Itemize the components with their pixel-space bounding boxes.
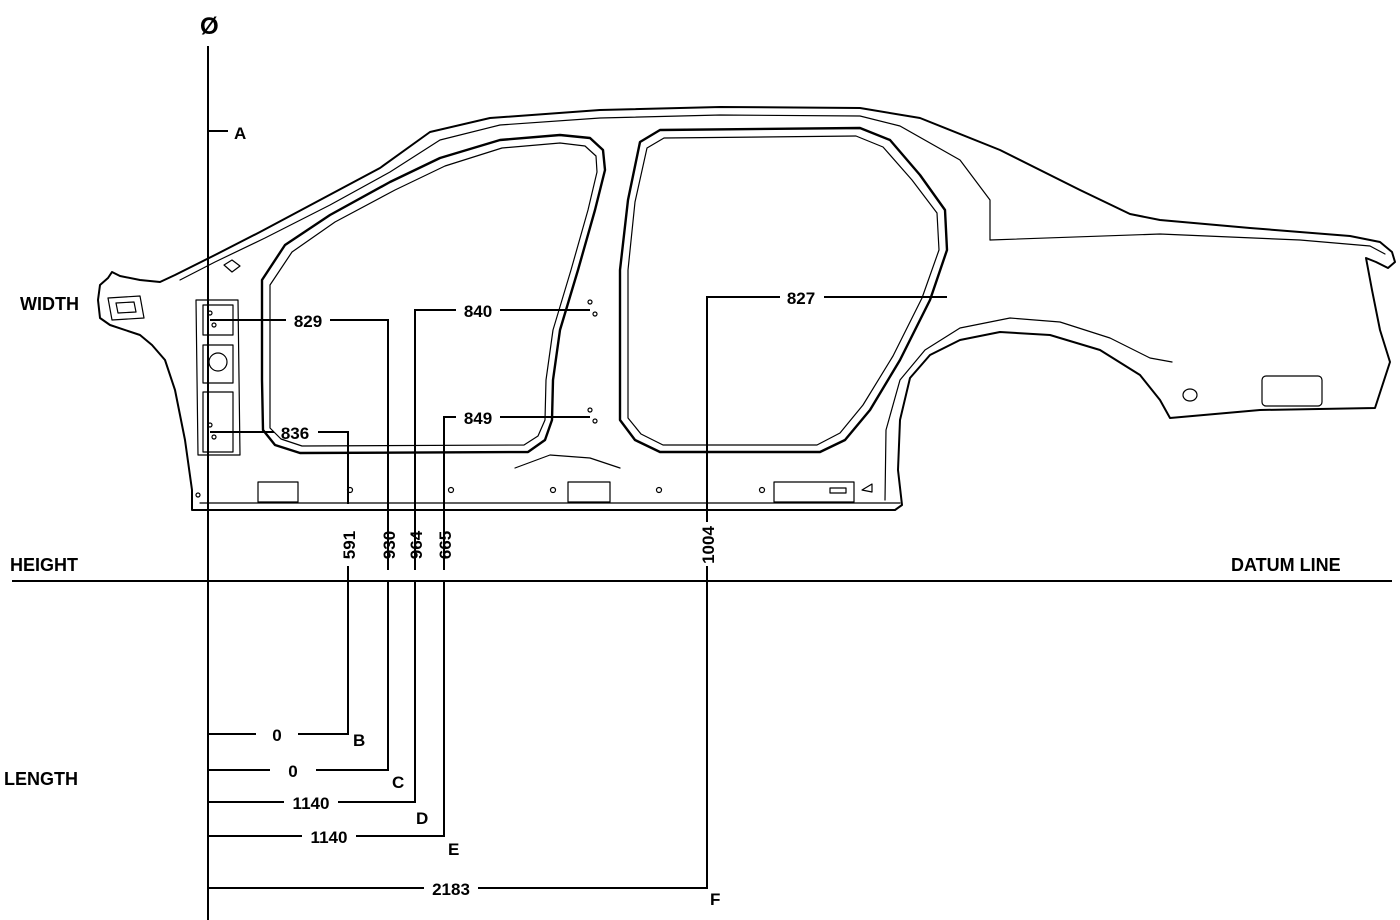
lower-hinge-plate bbox=[202, 391, 234, 453]
length-dimensions: 0 B 0 C 1140 D 1140 E 2183 F bbox=[208, 581, 720, 909]
length-value-e: 1140 bbox=[311, 828, 348, 847]
front-mount-slot bbox=[115, 301, 137, 314]
length-label: LENGTH bbox=[4, 769, 78, 789]
hinge-pillar-panel bbox=[195, 299, 241, 456]
measure-point-840 bbox=[587, 299, 593, 305]
car-body-side-panel bbox=[97, 106, 1396, 511]
b-pillar-lower bbox=[514, 454, 621, 469]
sill-plate-rear-slot bbox=[829, 487, 847, 494]
sill-hole-3 bbox=[549, 486, 557, 494]
rear-wheel-arch bbox=[884, 317, 1173, 501]
sill-hole-6 bbox=[195, 492, 201, 498]
height-value-1004: 1004 bbox=[699, 526, 718, 564]
length-value-b: 0 bbox=[272, 726, 281, 745]
front-mount-bracket bbox=[107, 295, 145, 321]
measure-point-840b bbox=[592, 311, 598, 317]
sill-triangle-mark bbox=[861, 483, 873, 493]
length-value-f: 2183 bbox=[432, 880, 470, 899]
point-label-e: E bbox=[448, 840, 459, 859]
measure-point-829b bbox=[211, 322, 217, 328]
point-label-d: D bbox=[416, 809, 428, 828]
height-value-665: 665 bbox=[436, 531, 455, 559]
front-door-opening-inner bbox=[269, 142, 598, 447]
dim-leader-c bbox=[208, 581, 389, 771]
mid-hinge-plate bbox=[202, 344, 234, 384]
fuel-filler-recess bbox=[1261, 375, 1323, 407]
width-value-849: 849 bbox=[464, 409, 492, 428]
height-dimensions: 591 930 964 665 1004 bbox=[340, 526, 718, 581]
quarter-belt-line bbox=[989, 233, 1386, 255]
sill-plate-front bbox=[257, 481, 299, 503]
sill-hole-2 bbox=[447, 486, 455, 494]
dim-leader-840 bbox=[414, 309, 590, 570]
width-value-840: 840 bbox=[464, 302, 492, 321]
point-label-a: A bbox=[234, 124, 246, 143]
length-value-d: 1140 bbox=[293, 794, 330, 813]
width-value-829: 829 bbox=[294, 312, 322, 331]
width-label: WIDTH bbox=[20, 294, 79, 314]
dim-leader-f bbox=[208, 581, 708, 889]
height-value-930: 930 bbox=[380, 531, 399, 559]
length-value-c: 0 bbox=[288, 762, 297, 781]
dim-leader-849 bbox=[443, 416, 590, 570]
dim-leader-827 bbox=[706, 296, 947, 522]
sill-hole-5 bbox=[758, 486, 766, 494]
dim-leader-e bbox=[208, 581, 445, 837]
width-dimensions: 829 836 840 849 827 bbox=[210, 289, 947, 570]
origin-symbol: Ø bbox=[200, 13, 219, 40]
quarter-panel-hole bbox=[1182, 388, 1198, 402]
datum-line-label: DATUM LINE bbox=[1231, 555, 1341, 575]
height-value-591: 591 bbox=[340, 531, 359, 559]
measure-point-849 bbox=[587, 407, 593, 413]
dim-leader-829 bbox=[210, 319, 389, 570]
sill-hole-4 bbox=[655, 486, 663, 494]
measure-point-836b bbox=[211, 434, 217, 440]
point-label-c: C bbox=[392, 773, 404, 792]
sill-plate-rear bbox=[773, 481, 855, 503]
width-value-836: 836 bbox=[281, 424, 309, 443]
rear-door-opening-inner bbox=[627, 135, 940, 446]
dim-leader-d bbox=[208, 581, 416, 803]
dim-leader-836 bbox=[210, 431, 349, 504]
front-door-opening bbox=[260, 133, 607, 455]
rear-door-opening bbox=[618, 126, 949, 454]
height-label: HEIGHT bbox=[10, 555, 78, 575]
height-value-964: 964 bbox=[407, 530, 426, 559]
dim-leader-b bbox=[208, 581, 349, 735]
measure-point-849b bbox=[592, 418, 598, 424]
roof-rail-inner bbox=[179, 114, 991, 281]
point-label-f: F bbox=[710, 890, 720, 909]
sill-plate-mid bbox=[567, 481, 611, 503]
front-diamond-mark bbox=[223, 259, 241, 273]
width-value-827: 827 bbox=[787, 289, 815, 308]
hinge-pillar-hole bbox=[208, 352, 228, 372]
point-label-b: B bbox=[353, 731, 365, 750]
body-outer-outline bbox=[97, 106, 1396, 511]
